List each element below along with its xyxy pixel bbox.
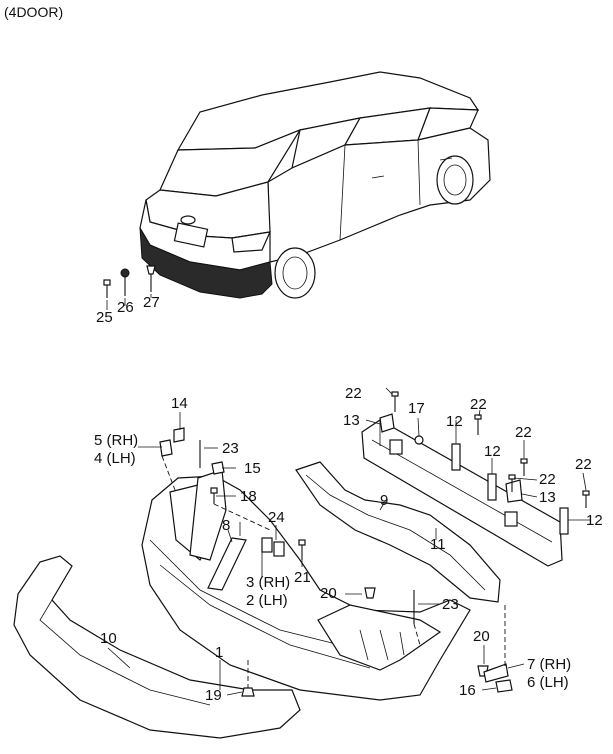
part-1-bumper-fascia bbox=[141, 475, 471, 701]
leader-lines bbox=[106, 294, 590, 696]
label-7-rh: 7 (RH) bbox=[527, 656, 571, 673]
label-11: 11 bbox=[430, 536, 446, 553]
label-6-lh: 6 (LH) bbox=[527, 674, 569, 691]
part-18-screw bbox=[210, 487, 218, 504]
label-18: 18 bbox=[240, 488, 257, 505]
label-12-a: 12 bbox=[446, 413, 463, 430]
label-12-b: 12 bbox=[484, 443, 501, 460]
label-4-lh: 4 (LH) bbox=[94, 450, 136, 467]
label-23-lower: 23 bbox=[442, 596, 459, 613]
label-27: 27 bbox=[143, 294, 160, 311]
label-22-e: 22 bbox=[575, 456, 592, 473]
parts-6-7-bracket bbox=[483, 663, 509, 683]
part-21-screw bbox=[298, 539, 306, 560]
label-10: 10 bbox=[100, 630, 117, 647]
part-19-nut bbox=[241, 687, 255, 697]
part-13-brackets bbox=[379, 413, 523, 503]
label-20-a: 20 bbox=[320, 585, 337, 602]
part-labels: 25 26 27 14 5 (RH) 4 (LH) 23 15 18 8 24 … bbox=[94, 294, 603, 704]
part-15-nut bbox=[211, 461, 225, 475]
label-13-b: 13 bbox=[539, 489, 556, 506]
label-2-lh: 2 (LH) bbox=[246, 592, 288, 609]
label-14: 14 bbox=[171, 395, 188, 412]
label-20-b: 20 bbox=[473, 628, 490, 645]
part-23-screws bbox=[199, 440, 415, 624]
label-22-d: 22 bbox=[539, 471, 556, 488]
label-22-a: 22 bbox=[345, 385, 362, 402]
clip-26 bbox=[120, 268, 130, 296]
fastener-25 bbox=[103, 279, 111, 298]
label-21: 21 bbox=[294, 569, 311, 586]
part-17-nut bbox=[414, 435, 424, 445]
label-22-c: 22 bbox=[515, 424, 532, 441]
car-illustration bbox=[139, 71, 491, 299]
label-25: 25 bbox=[96, 309, 113, 326]
part-8-bracket bbox=[207, 537, 247, 591]
label-16: 16 bbox=[459, 682, 476, 699]
label-15: 15 bbox=[244, 460, 261, 477]
label-3-rh: 3 (RH) bbox=[246, 574, 290, 591]
nut-27 bbox=[146, 265, 156, 292]
label-22-b: 22 bbox=[470, 396, 487, 413]
label-24: 24 bbox=[268, 509, 285, 526]
parts-4-5-bracket bbox=[159, 439, 173, 457]
part-16-fastener bbox=[495, 679, 513, 693]
label-8: 8 bbox=[222, 517, 230, 534]
label-13-a: 13 bbox=[343, 412, 360, 429]
label-17: 17 bbox=[408, 400, 425, 417]
label-9: 9 bbox=[380, 492, 388, 509]
label-19: 19 bbox=[205, 687, 222, 704]
label-5-rh: 5 (RH) bbox=[94, 432, 138, 449]
label-26: 26 bbox=[117, 299, 134, 316]
label-1: 1 bbox=[215, 644, 223, 661]
part-10-bumper-cover bbox=[13, 555, 301, 739]
label-12-c: 12 bbox=[586, 512, 603, 529]
part-9-energy-absorber bbox=[295, 461, 501, 603]
label-23-upper: 23 bbox=[222, 440, 239, 457]
part-14-clip bbox=[173, 427, 185, 443]
part-22-bolts bbox=[391, 391, 590, 508]
variant-heading: (4DOOR) bbox=[4, 4, 63, 20]
